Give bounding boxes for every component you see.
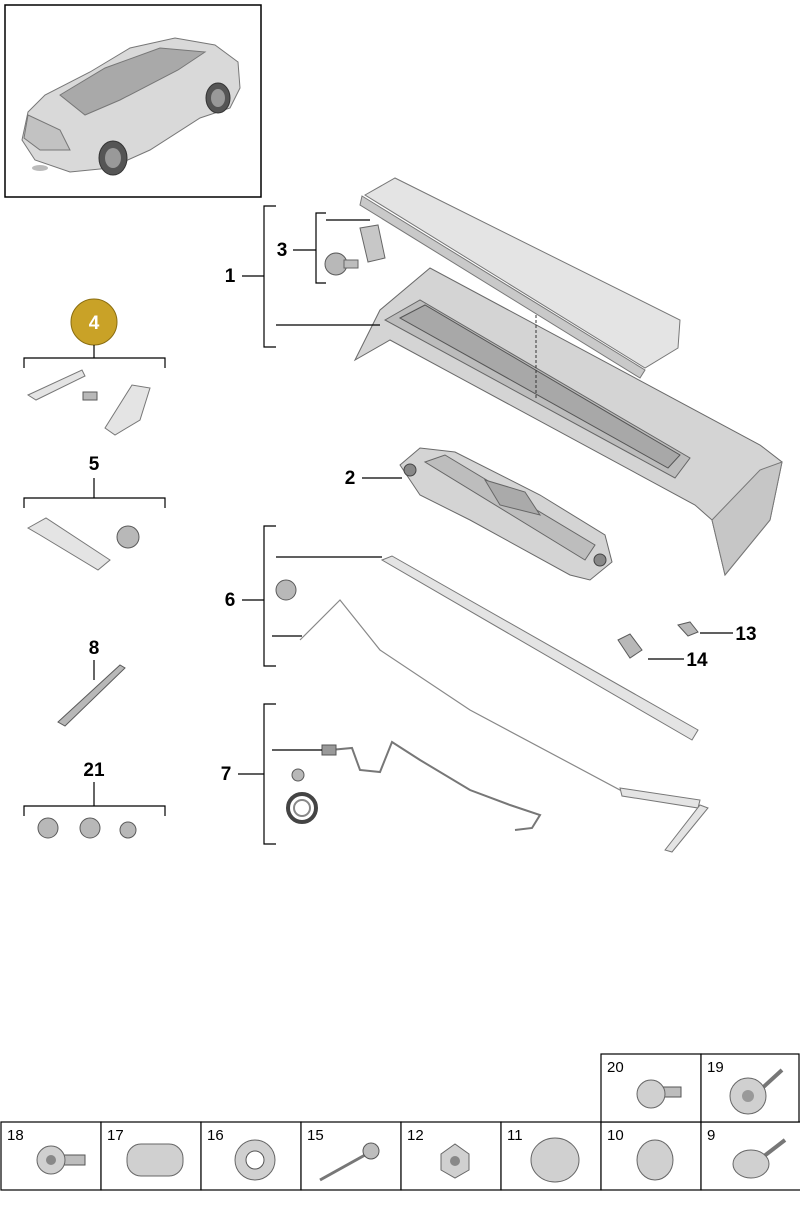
callout-14-group[interactable]: 14 bbox=[648, 650, 708, 671]
cap-icon bbox=[636, 1139, 674, 1181]
screw-icon bbox=[636, 1079, 682, 1109]
part-cell-20[interactable]: 20 bbox=[600, 1053, 702, 1123]
car-icon bbox=[21, 37, 241, 176]
callout-14[interactable]: 14 bbox=[686, 650, 708, 671]
part-number-label: 12 bbox=[407, 1127, 424, 1144]
small-clips-illustration bbox=[617, 621, 699, 659]
part-cell-19[interactable]: 19 bbox=[700, 1053, 800, 1123]
expanding-clip-icon bbox=[729, 1068, 784, 1115]
callout-1-group[interactable]: 1 bbox=[225, 205, 380, 348]
part-number-label: 10 bbox=[607, 1127, 624, 1144]
callout-13[interactable]: 13 bbox=[735, 624, 756, 645]
callout-13-group[interactable]: 13 bbox=[700, 624, 757, 645]
part-cell-11[interactable]: 11 bbox=[500, 1121, 602, 1191]
part-21-group[interactable]: 21 bbox=[23, 760, 166, 839]
part-cell-9[interactable]: 9 bbox=[700, 1121, 800, 1191]
part-cell-16[interactable]: 16 bbox=[200, 1121, 302, 1191]
callout-21[interactable]: 21 bbox=[83, 760, 105, 781]
callout-3-group[interactable]: 3 bbox=[277, 212, 370, 284]
callout-8[interactable]: 8 bbox=[89, 638, 100, 659]
callout-7[interactable]: 7 bbox=[221, 764, 232, 785]
part-number-label: 15 bbox=[307, 1127, 324, 1144]
callout-2[interactable]: 2 bbox=[345, 468, 356, 489]
small-parts-grid: 18 17 16 15 12 11 10 9 20 19 bbox=[0, 1053, 800, 1191]
clip-icon bbox=[732, 1138, 787, 1179]
part-number-label: 19 bbox=[707, 1059, 724, 1076]
part-number-label: 20 bbox=[607, 1059, 624, 1076]
part-5-group[interactable]: 5 bbox=[23, 454, 166, 571]
part-4-group[interactable]: 4 bbox=[23, 298, 166, 436]
part-cell-15[interactable]: 15 bbox=[300, 1121, 402, 1191]
wiring-harness-illustration bbox=[286, 740, 542, 831]
rear-spoiler-illustration bbox=[353, 177, 783, 577]
part-cell-12[interactable]: 12 bbox=[400, 1121, 502, 1191]
part-number-label: 18 bbox=[7, 1127, 24, 1144]
mounting-bracket-illustration bbox=[399, 447, 613, 581]
part-cell-17[interactable]: 17 bbox=[100, 1121, 202, 1191]
vehicle-thumbnail bbox=[4, 4, 262, 198]
callout-6-group[interactable]: 6 bbox=[225, 525, 382, 667]
callout-6[interactable]: 6 bbox=[225, 590, 236, 611]
part-number-label: 11 bbox=[507, 1127, 523, 1144]
nut-icon bbox=[440, 1143, 470, 1179]
callout-3[interactable]: 3 bbox=[277, 240, 288, 261]
part-number-label: 17 bbox=[107, 1127, 124, 1144]
bolt-icon bbox=[36, 1145, 86, 1175]
trim-strips-illustration bbox=[275, 555, 709, 853]
rivet-icon bbox=[319, 1142, 380, 1182]
callout-7-group[interactable]: 7 bbox=[221, 703, 322, 845]
callout-4[interactable]: 4 bbox=[89, 313, 100, 334]
callout-5[interactable]: 5 bbox=[89, 454, 100, 475]
part-cell-18[interactable]: 18 bbox=[0, 1121, 102, 1191]
oval-plug-icon bbox=[126, 1143, 184, 1177]
part-cell-10[interactable]: 10 bbox=[600, 1121, 702, 1191]
part-number-label: 9 bbox=[707, 1127, 715, 1144]
grommet-icon bbox=[234, 1139, 276, 1181]
part-8-group[interactable]: 8 bbox=[57, 638, 126, 727]
clip-and-screw-illustration bbox=[324, 224, 386, 276]
callout-1[interactable]: 1 bbox=[225, 266, 236, 287]
callout-2-group[interactable]: 2 bbox=[345, 468, 402, 489]
part-number-label: 16 bbox=[207, 1127, 224, 1144]
round-plug-icon bbox=[530, 1137, 580, 1183]
